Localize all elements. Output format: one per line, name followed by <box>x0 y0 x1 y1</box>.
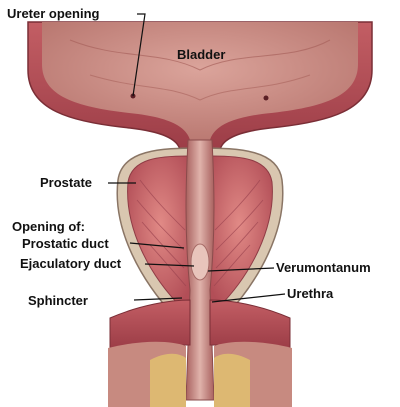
label-prostatic-duct: Prostatic duct <box>22 236 109 251</box>
label-verumontanum: Verumontanum <box>276 260 371 275</box>
label-prostate: Prostate <box>40 175 92 190</box>
label-opening-of: Opening of: <box>12 219 85 234</box>
label-bladder: Bladder <box>177 47 225 62</box>
verumontanum-mound <box>191 244 209 280</box>
sphincter-muscle <box>110 300 190 348</box>
label-ureter-opening: Ureter opening <box>7 6 99 21</box>
label-ejaculatory-duct: Ejaculatory duct <box>20 256 121 271</box>
label-urethra: Urethra <box>287 286 333 301</box>
label-sphincter: Sphincter <box>28 293 88 308</box>
